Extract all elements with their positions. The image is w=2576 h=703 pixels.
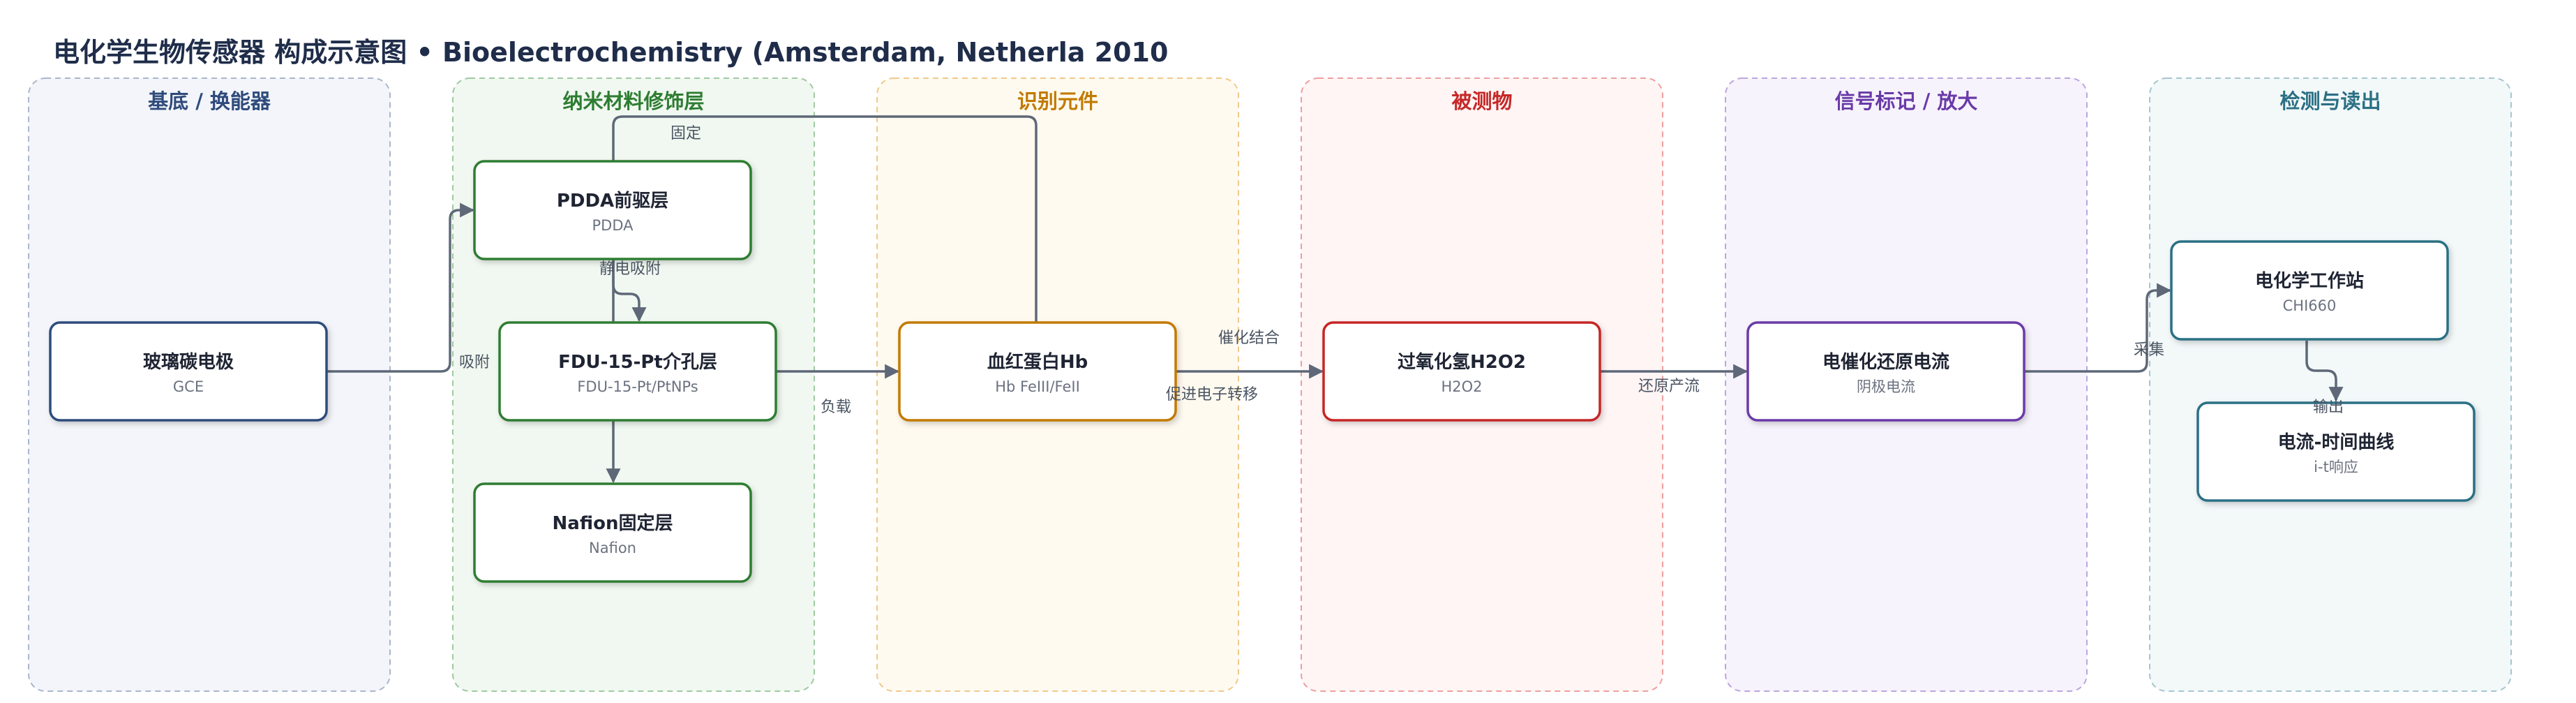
edge-label-fix: 固定 <box>671 125 701 142</box>
node-h2o2-subtitle: H2O2 <box>1441 378 1482 395</box>
edge-label-electrostatic: 静电吸附 <box>599 260 661 278</box>
node-pdda: PDDA前驱层 PDDA <box>473 160 752 260</box>
edge-label-electron-transfer: 促进电子转移 <box>1166 386 1258 404</box>
node-current-box <box>1746 321 2025 422</box>
node-itcurve: 电流-时间曲线 i-t响应 <box>2196 401 2476 502</box>
edge-gce-to-pdda <box>327 202 475 373</box>
node-hb-box <box>898 321 1177 422</box>
node-itcurve-title: 电流-时间曲线 <box>2278 432 2395 453</box>
node-station-subtitle: CHI660 <box>2283 297 2337 314</box>
node-current-subtitle: 阴极电流 <box>1857 378 1915 395</box>
lane-recognition-title: 识别元件 <box>1017 89 1098 113</box>
node-nafion-title: Nafion固定层 <box>553 512 673 534</box>
edges <box>327 115 2344 484</box>
lane-nano-title: 纳米材料修饰层 <box>562 89 704 113</box>
edge-pdda-to-fdu <box>612 261 647 323</box>
lane-readout-background <box>2149 77 2512 692</box>
node-nafion-subtitle: Nafion <box>589 540 636 556</box>
edge-current-to-station <box>2023 283 2172 373</box>
node-fdu-title: FDU-15-Pt介孔层 <box>558 352 717 373</box>
edge-station-to-itcurve <box>2305 341 2344 402</box>
node-gce: 玻璃碳电极 GCE <box>49 321 328 422</box>
node-hb-subtitle: Hb FeIII/FeII <box>995 378 1080 395</box>
node-itcurve-subtitle: i-t响应 <box>2314 459 2358 475</box>
node-fdu: FDU-15-Pt介孔层 FDU-15-Pt/PtNPs <box>498 321 777 422</box>
node-h2o2-box <box>1322 321 1601 422</box>
edge-label-output: 输出 <box>2313 399 2344 416</box>
node-current: 电催化还原电流 阴极电流 <box>1746 321 2025 422</box>
node-gce-subtitle: GCE <box>173 378 204 395</box>
node-pdda-box <box>473 160 752 260</box>
edge-labels: 吸附 固定 静电吸附 负载 催化结合 促进电子转移 还原产流 采集 输出 <box>459 125 2344 416</box>
lane-readout-title: 检测与读出 <box>2279 89 2381 113</box>
page-title: 电化学生物传感器 构成示意图 • Bioelectrochemistry (Am… <box>53 37 1168 68</box>
node-h2o2-title: 过氧化氢H2O2 <box>1398 351 1526 373</box>
node-station-title: 电化学工作站 <box>2255 270 2364 292</box>
edge-label-reduction-current: 还原产流 <box>1638 378 1700 395</box>
node-hb: 血红蛋白Hb Hb FeIII/FeII <box>898 321 1177 422</box>
node-gce-box <box>49 321 328 422</box>
node-station: 电化学工作站 CHI660 <box>2170 240 2449 341</box>
edge-label-catalytic-binding: 催化结合 <box>1218 330 1280 347</box>
node-hb-title: 血红蛋白Hb <box>987 351 1088 373</box>
node-itcurve-box <box>2196 401 2476 502</box>
edge-label-load: 负载 <box>821 399 851 416</box>
edge-label-collect: 采集 <box>2134 341 2164 359</box>
node-h2o2: 过氧化氢H2O2 H2O2 <box>1322 321 1601 422</box>
lane-analyte-title: 被测物 <box>1451 89 1512 113</box>
node-pdda-subtitle: PDDA <box>592 217 634 234</box>
lane-readout: 检测与读出 <box>2149 77 2512 692</box>
lane-signal-title: 信号标记 / 放大 <box>1835 89 1978 113</box>
node-nafion: Nafion固定层 Nafion <box>473 482 752 583</box>
node-nafion-box <box>473 482 752 583</box>
edge-hb-to-nafion <box>606 115 1038 484</box>
node-current-title: 电催化还原电流 <box>1822 352 1949 373</box>
node-station-box <box>2170 240 2449 341</box>
node-fdu-subtitle: FDU-15-Pt/PtNPs <box>577 378 698 395</box>
lane-substrate-title: 基底 / 换能器 <box>148 89 271 113</box>
node-pdda-title: PDDA前驱层 <box>557 190 668 212</box>
edge-label-adsorb: 吸附 <box>459 354 490 371</box>
node-fdu-box <box>498 321 777 422</box>
node-gce-title: 玻璃碳电极 <box>143 351 234 373</box>
